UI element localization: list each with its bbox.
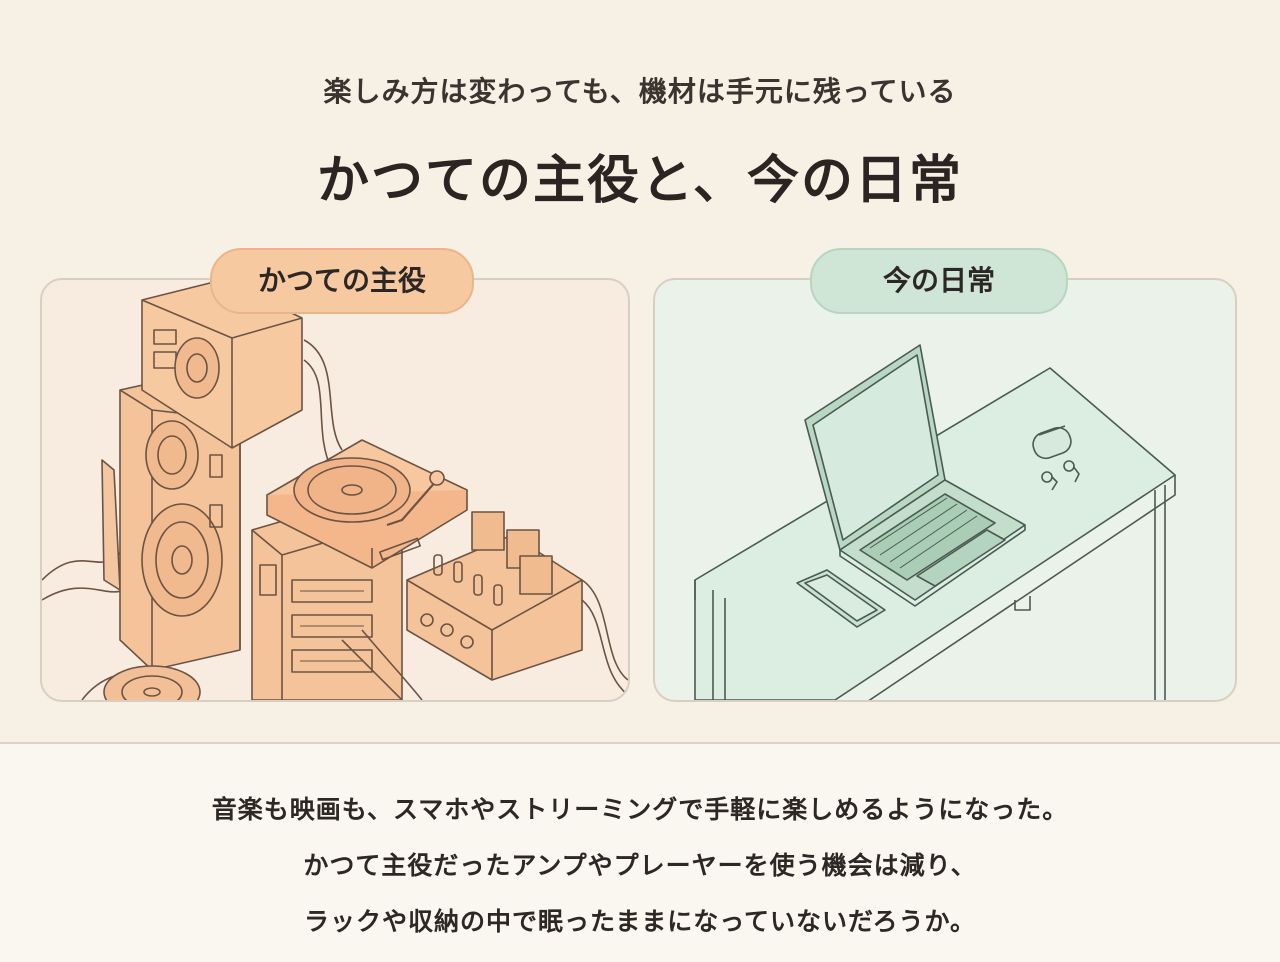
caption-line-2: かつて主役だったアンプやプレーヤーを使う機会は減り、: [303, 851, 977, 880]
caption-box: [0, 742, 1280, 962]
laptop-icon: [804, 344, 1026, 607]
turntable-icon: [266, 439, 468, 569]
amplifier-icon: [406, 511, 628, 696]
past-equipment-panel: [40, 278, 630, 702]
page-title: かつての主役と、今の日常: [317, 151, 963, 211]
earbuds-icon: [1032, 425, 1080, 491]
caption-line-1: 音楽も映画も、スマホやストリーミングで手軽に楽しめるようになった。: [211, 795, 1069, 824]
smartphone-icon: [796, 569, 886, 628]
past-label-pill: かつての主役: [210, 248, 474, 314]
present-label-pill: 今の日常: [810, 248, 1068, 314]
laptop-desk-illustration: [694, 344, 1176, 700]
present-panel: [653, 278, 1237, 702]
subtitle: 楽しみ方は変わっても、機材は手元に残っている: [323, 75, 957, 108]
vinyl-record-icon: [103, 665, 201, 700]
speaker-icon: [119, 369, 261, 671]
speaker-icon: [141, 280, 303, 449]
audio-equipment-illustration: [42, 280, 628, 700]
caption-line-3: ラックや収納の中で眠ったままになっていないだろうか。: [303, 907, 976, 936]
